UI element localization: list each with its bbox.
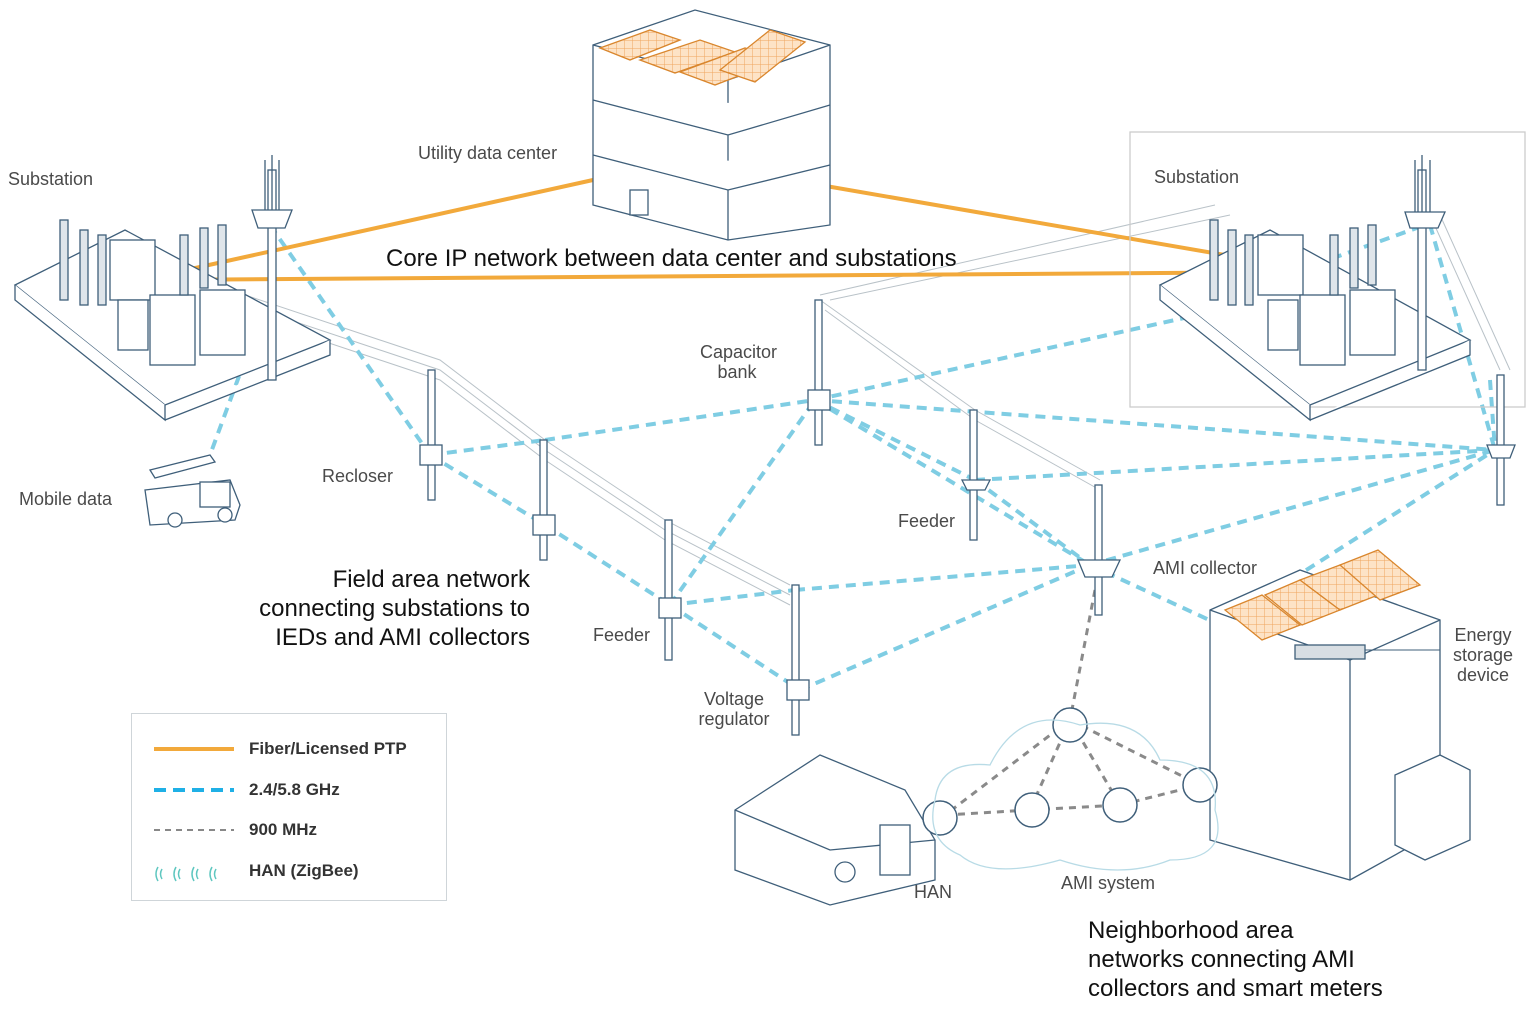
label-feeder-low: Feeder xyxy=(593,625,651,645)
label-ami-collector: AMI collector xyxy=(1153,558,1258,578)
poles xyxy=(419,299,1516,736)
label-capacitor-bank: Capacitor bank xyxy=(700,342,778,382)
mhz900-links xyxy=(944,589,1201,817)
substation-right-illustration xyxy=(1158,155,1472,422)
label-recloser: Recloser xyxy=(322,466,394,486)
mhz900-swatch-icon xyxy=(154,829,234,831)
label-substation-left: Substation xyxy=(8,169,94,189)
label-substation-right: Substation xyxy=(1154,167,1240,187)
callout-field-network: Field area network connecting substation… xyxy=(259,566,530,651)
substation-left-illustration xyxy=(13,155,332,422)
label-ami-system: AMI system xyxy=(1061,873,1156,893)
callout-neighborhood-network: Neighborhood area networks connecting AM… xyxy=(1088,917,1383,1002)
legend-label: Fiber/Licensed PTP xyxy=(249,739,407,758)
substation-right-frame xyxy=(1129,131,1526,408)
ami-cloud xyxy=(932,719,1219,871)
data-center-illustration xyxy=(592,9,831,241)
smart-meters xyxy=(922,707,1218,836)
zigbee-waves-icon xyxy=(155,866,217,882)
legend-item-wifi: 2.4/5.8 GHz xyxy=(132,777,446,803)
label-mobile-data: Mobile data xyxy=(19,489,113,509)
building-illustration xyxy=(1209,549,1471,881)
legend-label: HAN (ZigBee) xyxy=(249,861,359,880)
legend-item-900mhz: 900 MHz xyxy=(132,817,446,843)
label-han: HAN xyxy=(914,882,953,902)
callout-core-network: Core IP network between data center and … xyxy=(386,245,957,272)
label-voltage-regulator: Voltage regulator xyxy=(698,689,770,729)
house-illustration xyxy=(734,754,936,906)
wifi-links xyxy=(208,223,1497,692)
wifi-swatch-icon xyxy=(154,788,234,792)
fiber-swatch-icon xyxy=(154,747,234,751)
legend-item-fiber: Fiber/Licensed PTP xyxy=(132,736,446,762)
label-energy-storage: Energy storage device xyxy=(1452,625,1514,685)
label-feeder-mid: Feeder xyxy=(898,511,956,531)
legend-label: 900 MHz xyxy=(249,820,318,839)
label-data-center: Utility data center xyxy=(418,143,558,163)
legend: Fiber/Licensed PTP 2.4/5.8 GHz 900 MHz H… xyxy=(131,713,447,901)
legend-item-han: HAN (ZigBee) xyxy=(132,858,446,884)
legend-label: 2.4/5.8 GHz xyxy=(249,780,340,799)
truck-illustration xyxy=(144,454,241,528)
